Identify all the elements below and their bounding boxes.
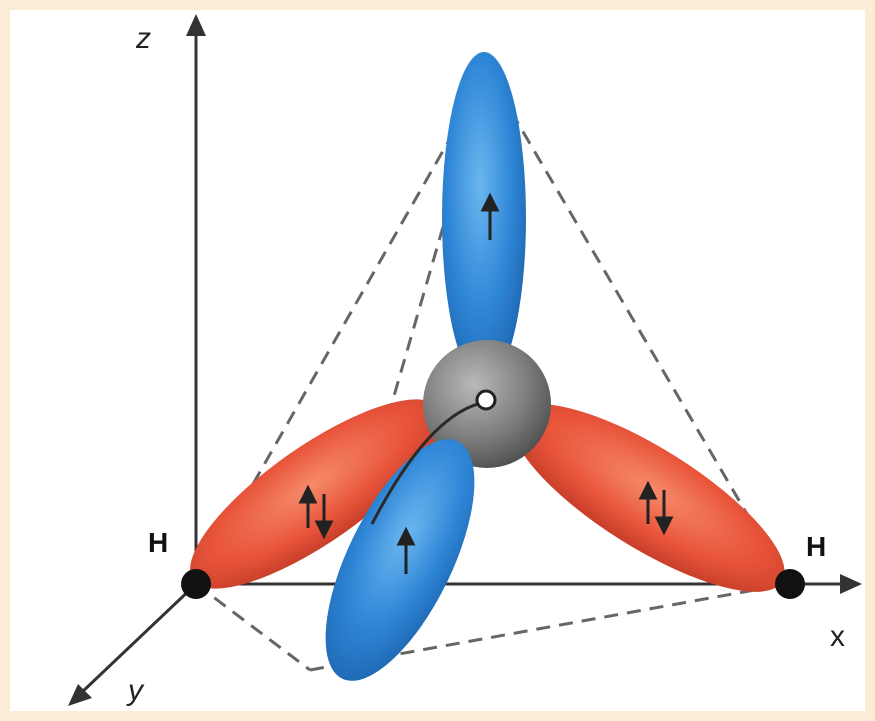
x-axis-label: x xyxy=(830,620,845,653)
left-bond-spin-pair xyxy=(298,484,334,540)
front-orbital-spin xyxy=(396,526,416,574)
y-axis-line xyxy=(78,582,198,696)
hydrogen-atom-right xyxy=(775,569,805,599)
nucleus-ring xyxy=(475,389,497,411)
top-unpaired-orbital xyxy=(442,52,526,384)
hydrogen-label-right: H xyxy=(806,531,826,562)
left-bonding-orbital xyxy=(190,399,442,589)
nucleus-connector xyxy=(370,400,487,525)
z-axis-label: z xyxy=(135,22,151,55)
y-axis-arrowhead xyxy=(68,684,92,706)
y-axis-label: y xyxy=(126,674,145,707)
front-unpaired-orbital xyxy=(325,439,475,681)
hydrogen-atom-left xyxy=(181,569,211,599)
right-bond-spin-pair xyxy=(638,480,674,536)
top-orbital-spin xyxy=(480,192,500,240)
z-axis-arrowhead xyxy=(186,14,206,36)
hydrogen-label-left: H xyxy=(148,527,168,558)
x-axis-arrowhead xyxy=(840,574,862,594)
